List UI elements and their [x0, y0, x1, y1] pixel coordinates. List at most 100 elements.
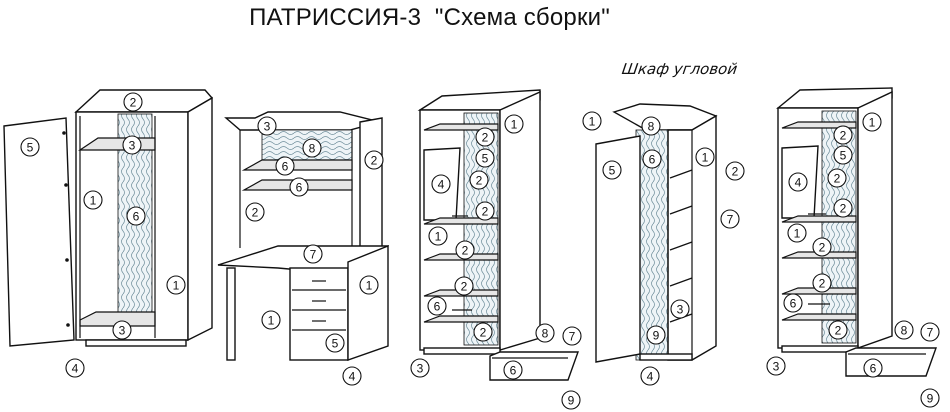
shelving-2-callout-6: 6 [783, 293, 803, 313]
callout-number: 2 [840, 202, 847, 216]
callout-number: 3 [417, 362, 424, 376]
callout-circle [783, 293, 803, 313]
callout-number: 3 [119, 324, 126, 338]
callout-number: 5 [332, 337, 339, 351]
corner-wardrobe-callout-1: 1 [582, 111, 602, 131]
corner-wardrobe-callout-2: 2 [725, 161, 745, 181]
callout-number: 3 [773, 360, 780, 374]
callout-number: 1 [173, 279, 180, 293]
shelving-1-callout-2: 2 [475, 127, 495, 147]
desk-callout-8: 8 [302, 138, 322, 158]
shelving-2-callout-9: 9 [920, 388, 940, 408]
callout-circle [364, 150, 384, 170]
callout-circle [302, 138, 322, 158]
callout-number: 4 [349, 370, 356, 384]
shelving-1-callout-7: 7 [562, 326, 582, 346]
callout-number: 8 [542, 327, 549, 341]
corner-wardrobe-callout-8: 8 [641, 116, 661, 136]
callout-number: 4 [72, 362, 79, 376]
callout-circle [582, 111, 602, 131]
callout-circle [475, 148, 495, 168]
shelving-1-callout-2: 2 [455, 240, 475, 260]
wardrobe-callout-3: 3 [112, 320, 132, 340]
shelving-1-callout-6: 6 [427, 296, 447, 316]
shelving-2-callout-6: 6 [863, 358, 883, 378]
callout-number: 8 [901, 324, 908, 338]
shelving-2-callout-7: 7 [920, 322, 940, 342]
callout-circle [535, 323, 555, 343]
callout-number: 6 [282, 160, 289, 174]
callout-circle [833, 125, 853, 145]
callout-circle [275, 156, 295, 176]
callout-number: 2 [840, 129, 847, 143]
corner-wardrobe-callout-5: 5 [602, 160, 622, 180]
corner-wardrobe-callout-6: 6 [642, 149, 662, 169]
shelving-1-callout-6: 6 [503, 360, 523, 380]
callout-circle [504, 114, 524, 134]
callout-circle [20, 137, 40, 157]
callout-number: 2 [462, 244, 469, 258]
callout-number: 2 [130, 96, 137, 110]
shelving-2-callout-2: 2 [833, 198, 853, 218]
callout-number: 2 [480, 326, 487, 340]
callout-circle [126, 206, 146, 226]
callout-circle [303, 244, 323, 264]
callout-circle [475, 201, 495, 221]
callout-circle [454, 276, 474, 296]
shelving-1-callout-5: 5 [475, 148, 495, 168]
callout-circle [641, 116, 661, 136]
desk-callout-1: 1 [359, 275, 379, 295]
callout-number: 7 [927, 326, 934, 340]
shelving-2-callout-4: 4 [788, 172, 808, 192]
callout-circle [503, 360, 523, 380]
callout-number: 6 [790, 297, 797, 311]
callout-circle [122, 135, 142, 155]
corner-wardrobe-callout-9: 9 [646, 325, 666, 345]
callout-number: 5 [609, 164, 616, 178]
shelving-1-callout-8: 8 [535, 323, 555, 343]
callout-circle [123, 92, 143, 112]
callout-number: 2 [476, 174, 483, 188]
callout-circle [833, 145, 853, 165]
callout-number: 9 [568, 394, 575, 408]
callout-number: 5 [27, 141, 34, 155]
shelving-2-callout-3: 3 [766, 356, 786, 376]
desk-callout-1: 1 [261, 310, 281, 330]
callout-number: 2 [835, 324, 842, 338]
callout-circle [646, 325, 666, 345]
callout-number: 7 [727, 213, 734, 227]
callout-circle [455, 240, 475, 260]
callout-layer: 1123345611223456678112222223456678911234… [20, 92, 940, 410]
callout-circle [473, 322, 493, 342]
callout-circle [428, 226, 448, 246]
callout-number: 2 [819, 277, 826, 291]
callout-circle [410, 358, 430, 378]
callout-number: 1 [794, 227, 801, 241]
callout-number: 6 [649, 153, 656, 167]
shelving-1-callout-1: 1 [428, 226, 448, 246]
shelving-2-callout-2: 2 [828, 320, 848, 340]
callout-circle [720, 209, 740, 229]
callout-circle [920, 322, 940, 342]
callout-circle [787, 223, 807, 243]
callout-number: 2 [482, 131, 489, 145]
callout-circle [475, 127, 495, 147]
page-title: ПАТРИССИЯ-3 "Схема сборки" [249, 4, 610, 31]
callout-circle [65, 358, 85, 378]
callout-number: 6 [510, 364, 517, 378]
callout-circle [766, 356, 786, 376]
callout-circle [325, 333, 345, 353]
shelving-2-callout-1: 1 [862, 112, 882, 132]
corner-wardrobe-callout-4: 4 [640, 366, 660, 386]
callout-circle [920, 388, 940, 408]
callout-number: 7 [569, 330, 576, 344]
callout-circle [828, 320, 848, 340]
callout-circle [812, 273, 832, 293]
callout-circle [602, 160, 622, 180]
desk-callout-2: 2 [245, 202, 265, 222]
callout-circle [342, 366, 362, 386]
callout-number: 1 [702, 151, 709, 165]
shelving-1-callout-9: 9 [561, 390, 581, 410]
shelving-1-callout-3: 3 [410, 358, 430, 378]
callout-number: 2 [732, 165, 739, 179]
